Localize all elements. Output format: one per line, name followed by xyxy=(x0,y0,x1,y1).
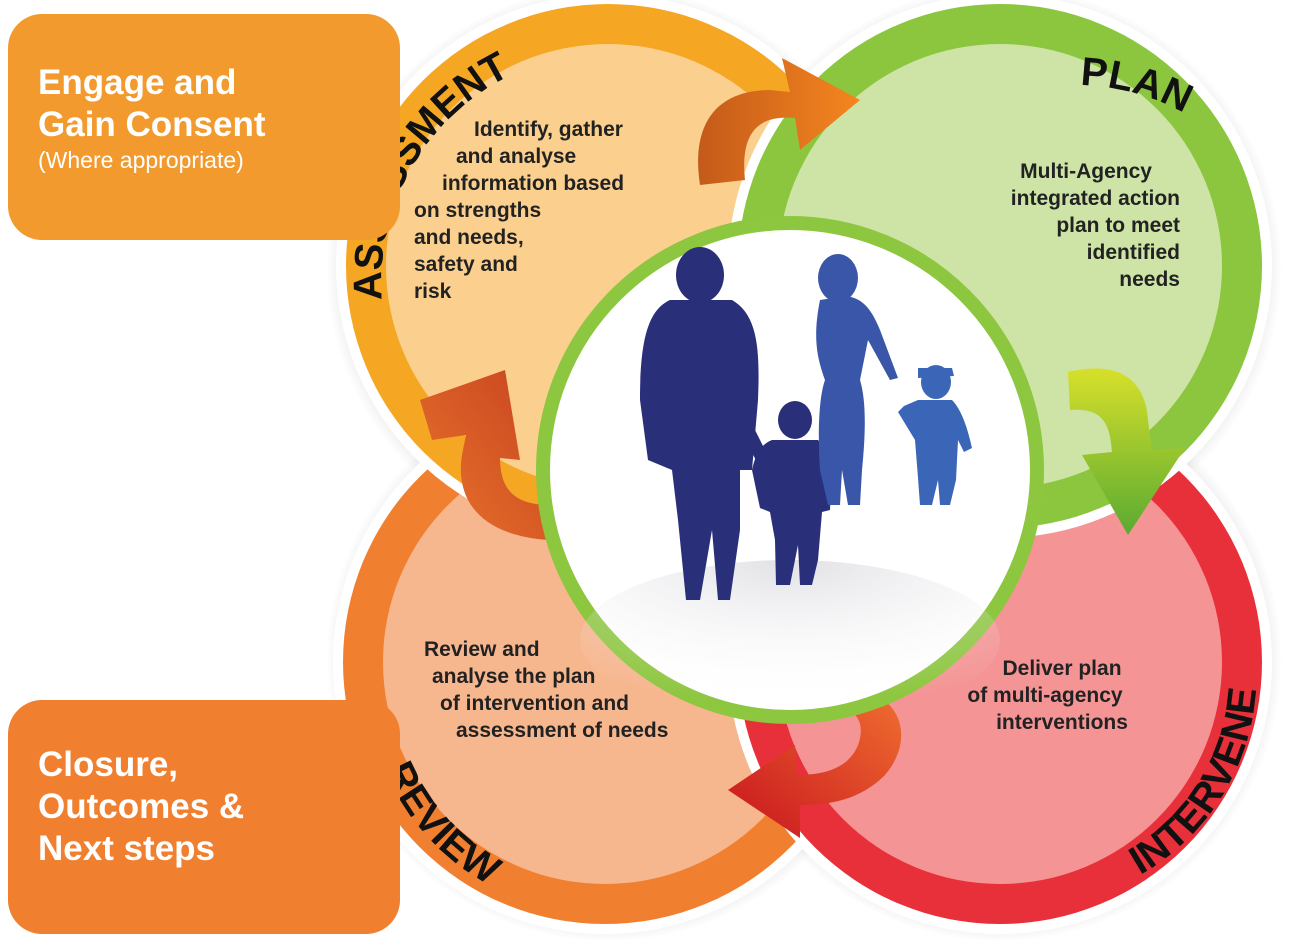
closure-line1: Closure, xyxy=(38,745,179,784)
intervene-desc-line: interventions xyxy=(996,711,1128,734)
plan-desc-line: plan to meet xyxy=(1056,214,1180,237)
intervene-desc-line: Deliver plan xyxy=(1002,657,1122,680)
assessment-desc-line: Identify, gather xyxy=(474,118,623,141)
plan-desc-line: Multi-Agency xyxy=(1020,160,1152,183)
plan-desc-line: identified xyxy=(1086,241,1180,264)
assessment-desc-line: on strengths xyxy=(414,199,542,222)
closure-box: Closure, Outcomes & Next steps xyxy=(8,700,400,934)
plan-description: Multi-Agency integrated action plan to m… xyxy=(940,158,1180,293)
review-desc-line: analyse the plan xyxy=(432,665,596,688)
intervene-desc-line: of multi-agency xyxy=(967,684,1123,707)
engage-box: Engage and Gain Consent (Where appropria… xyxy=(8,14,400,240)
assessment-desc-line: safety and xyxy=(414,253,518,276)
assessment-desc-line: information based xyxy=(442,172,625,195)
cycle-arrow-icon xyxy=(420,58,1185,838)
review-desc-line: Review and xyxy=(424,638,540,661)
engage-note: (Where appropriate) xyxy=(38,147,244,173)
family-silhouette-icon xyxy=(640,247,972,600)
engage-title-line2: Gain Consent xyxy=(38,105,266,144)
assessment-desc-line: and analyse xyxy=(456,145,577,168)
engage-title-line1: Engage and xyxy=(38,63,237,102)
plan-desc-line: integrated action xyxy=(1010,187,1180,210)
review-description: Review and analyse the plan of intervent… xyxy=(424,636,668,744)
intervene-description: Deliver plan of multi-agency interventio… xyxy=(940,655,1150,736)
closure-line3: Next steps xyxy=(38,829,216,868)
assessment-desc-line: risk xyxy=(414,280,452,303)
review-desc-line: assessment of needs xyxy=(456,719,669,742)
assessment-desc-line: and needs, xyxy=(414,226,524,249)
review-desc-line: of intervention and xyxy=(440,692,629,715)
assessment-description: Identify, gather and analyse information… xyxy=(414,116,624,305)
plan-desc-line: needs xyxy=(1119,268,1180,291)
closure-line2: Outcomes & xyxy=(38,787,245,826)
